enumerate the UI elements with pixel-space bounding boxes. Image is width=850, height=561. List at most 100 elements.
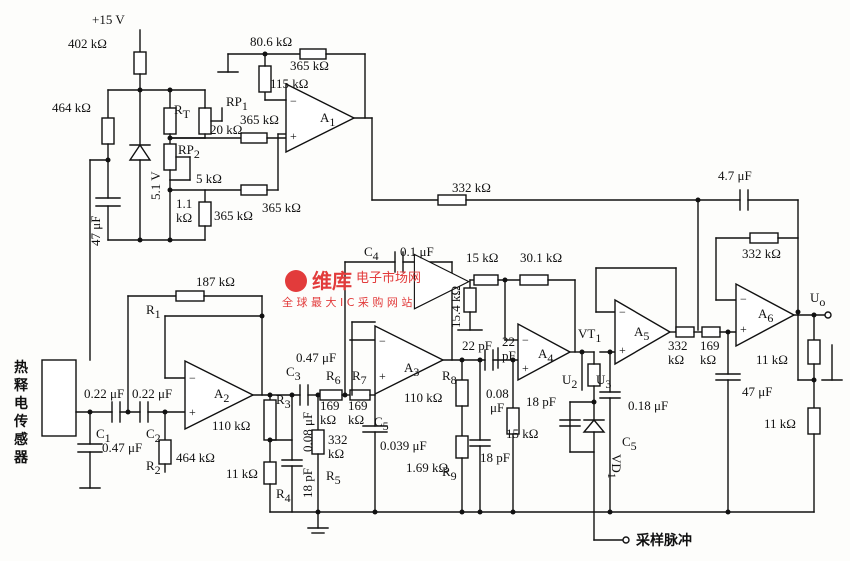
label-a2: A2 [214,386,229,405]
svg-text:+: + [290,129,297,143]
label-r5: R5 [326,468,341,487]
label-0-08uF-a: 0.08 μF [300,412,315,452]
label-332k-c-unit: kΩ [668,352,684,367]
svg-text:−: − [522,333,529,347]
label-u3: U3 [596,372,611,391]
label-zener: 5.1 V [148,171,163,200]
label-c2: C2 [146,426,161,445]
label-0-47uF-a: 0.47 μF [102,440,142,455]
resistor-15k-a [473,274,499,286]
resistor-r4 [263,461,277,485]
label-332k-b-unit: kΩ [328,446,344,461]
label-22pF-b: 22 [502,334,515,349]
resistor-1-1k [198,201,212,227]
label-110k-a: 110 kΩ [212,418,250,433]
label-1-1-unit: kΩ [176,210,192,225]
pulse-label: 采样脉冲 [635,532,692,549]
svg-text:+: + [379,369,386,383]
label-0-08uF-b-unit: μF [490,400,504,415]
resistor-r8 [455,379,469,407]
supply-label: +15 V [92,12,125,27]
label-vt1: VT1 [578,326,601,345]
svg-text:电子市场网: 电子市场网 [356,270,421,286]
label-80-6k: 80.6 kΩ [250,34,292,49]
label-rp2: RP2 [178,142,200,161]
opamp-a6 [735,282,796,348]
label-a6: A6 [758,306,773,325]
resistor-365k-c [240,184,268,196]
label-0-039uF: 0.039 μF [380,438,427,453]
svg-text:+: + [740,322,747,336]
label-464k-top: 464 kΩ [52,100,91,115]
label-r9: R9 [442,464,457,483]
label-c5-b: C5 [622,434,637,453]
label-r7: R7 [352,368,367,387]
resistor-332k-d [749,232,779,244]
label-22pF-b-unit: pF [502,348,516,363]
label-1-69k: 1.69 kΩ [406,460,448,475]
label-365k-c: 365 kΩ [262,200,301,215]
label-c4: C4 [364,244,379,263]
watermark: 维库 电子市场网 全 球 最 大 I C 采 购 网 站 [282,269,421,309]
supply-rail [89,29,799,361]
label-187k: 187 kΩ [196,274,235,289]
label-332k-c: 332 [668,338,688,353]
label-u2: U2 [562,372,577,391]
label-a4: A4 [538,346,553,365]
label-169k-c: 169 [700,338,720,353]
label-r6: R6 [326,368,341,387]
label-a5: A5 [634,324,649,343]
svg-text:维库: 维库 [312,269,352,293]
sensor-label: 热释电传感器 [13,359,29,466]
svg-text:−: − [619,305,626,319]
label-365k-d: 365 kΩ [214,208,253,223]
label-rp1: RP1 [226,94,248,113]
label-18pF-c: 18 pF [526,394,556,409]
label-11k-b: 11 kΩ [756,352,788,367]
label-0-18uF: 0.18 μF [628,398,668,413]
label-169k-a: 169 [320,398,340,413]
label-11k-c: 11 kΩ [764,416,796,431]
label-169k-b-unit: kΩ [348,412,364,427]
label-0-08uF-b: 0.08 [486,386,509,401]
potentiometer-rp2 [163,143,177,171]
label-r4: R4 [276,486,291,505]
label-5k: 5 kΩ [196,171,222,186]
svg-text:−: − [290,94,297,108]
resistor-30-1k [519,274,549,286]
label-169k-a-unit: kΩ [320,412,336,427]
svg-text:全 球 最 大 I C 采 购 网 站: 全 球 最 大 I C 采 购 网 站 [282,295,412,309]
label-22pF-a: 22 pF [462,338,492,353]
label-15k-b: 15 kΩ [506,426,538,441]
label-18pF-b: 18 pF [480,450,510,465]
opamp-a5 [614,298,672,366]
resistor-365k-b [240,132,268,144]
label-30-1k: 30.1 kΩ [520,250,562,265]
svg-text:+: + [522,361,529,375]
resistor-r9 [455,435,469,459]
svg-text:−: − [189,371,196,385]
label-15-4k: 15.4 kΩ [448,286,463,328]
label-365k-a: 365 kΩ [290,58,329,73]
label-110k-b: 110 kΩ [404,390,442,405]
label-c5-a: C5 [374,414,389,433]
resistor-r3 [263,399,277,441]
label-169k-b: 169 [348,398,368,413]
label-332k-a: 332 kΩ [452,180,491,195]
resistor-187k [175,290,205,302]
label-15k-a: 15 kΩ [466,250,498,265]
label-c1: C1 [96,426,111,445]
label-0-1uF: 0.1 μF [400,244,434,259]
label-11k-a: 11 kΩ [226,466,258,481]
label-vd1: VD1 [605,454,624,479]
resistor-15-4k [463,287,477,313]
resistor-11k-b [807,339,821,365]
svg-text:−: − [740,292,747,306]
label-332k-b: 332 [328,432,348,447]
label-r3: R3 [276,392,291,411]
label-rt: RT [174,102,191,121]
label-1-1: 1.1 [176,196,192,211]
label-r2: R2 [146,458,161,477]
